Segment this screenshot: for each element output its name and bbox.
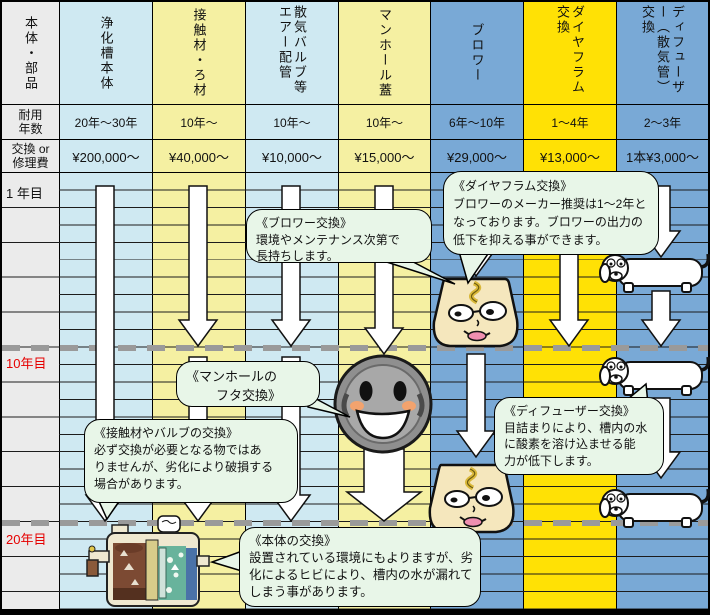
corner-header: 本体・部品 (2, 2, 59, 105)
cost-air-piping: ¥10,000〜 (246, 140, 338, 173)
life-manhole-cover: 10年〜 (339, 105, 430, 140)
life-blower: 6年〜10年 (431, 105, 523, 140)
header-tank-body: 浄化槽本体 (60, 2, 152, 105)
speech-bubble-tank-body-replacement: 《本体の交換》 設置されている環境にもよりますが、劣 化によるヒビにより、槽内の… (239, 527, 481, 607)
header-diffuser: ディフューザー（散気管）交換 (617, 2, 708, 105)
label-column-grid-lines (2, 173, 59, 609)
corner-header-label: 本体・部品 (23, 15, 38, 91)
cost-manhole-cover: ¥15,000〜 (339, 140, 430, 173)
speech-bubble-diaphragm-replacement: 《ダイヤフラム交換》 ブロワーのメーカー推奨は1〜2年と なっております。ブロワ… (443, 171, 659, 255)
year10-dashed-line (2, 345, 708, 351)
header-contact-media: 接触材・ろ材 (153, 2, 245, 105)
speech-bubble-blower-replacement: 《ブロワー交換》 環境やメンテナンス次第で 長持ちします。 (246, 209, 432, 263)
life-row-label: 耐用 年数 (2, 105, 59, 140)
life-tank-body: 20年〜30年 (60, 105, 152, 140)
year1-label: 1 年目 (6, 186, 43, 201)
year20-dashed-line (2, 520, 708, 526)
cost-diffuser: 1本¥3,000〜 (617, 140, 708, 173)
speech-bubble-manhole-lid-replacement: 《マンホールの フタ交換》 (176, 361, 320, 407)
life-diaphragm: 1〜4年 (524, 105, 616, 140)
life-air-piping: 10年〜 (246, 105, 338, 140)
header-blower: ブロワー (431, 2, 523, 105)
cost-diaphragm: ¥13,000〜 (524, 140, 616, 173)
cost-contact-media: ¥40,000〜 (153, 140, 245, 173)
cost-tank-body: ¥200,000〜 (60, 140, 152, 173)
speech-bubble-diffuser-replacement: 《ディフューザー交換》 目詰まりにより、槽内の水 に酸素を溶け込ませる能 力が低… (494, 397, 664, 475)
life-contact-media: 10年〜 (153, 105, 245, 140)
year20-label: 20年目 (6, 532, 47, 547)
header-manhole-cover: マンホール蓋 (339, 2, 430, 105)
year10-label: 10年目 (6, 356, 47, 371)
header-diaphragm: ダイヤフラム交換 (524, 2, 616, 105)
speech-bubble-contact-media-replacement: 《接触材やバルブの交換》 必ず交換が必要となる物ではあ りませんが、劣化により破… (84, 419, 298, 503)
life-diffuser: 2〜3年 (617, 105, 708, 140)
header-air-piping: 散気バルブ等エアー配管 (246, 2, 338, 105)
cost-row-label: 交換 or 修理費 (2, 140, 59, 173)
cost-blower: ¥29,000〜 (431, 140, 523, 173)
